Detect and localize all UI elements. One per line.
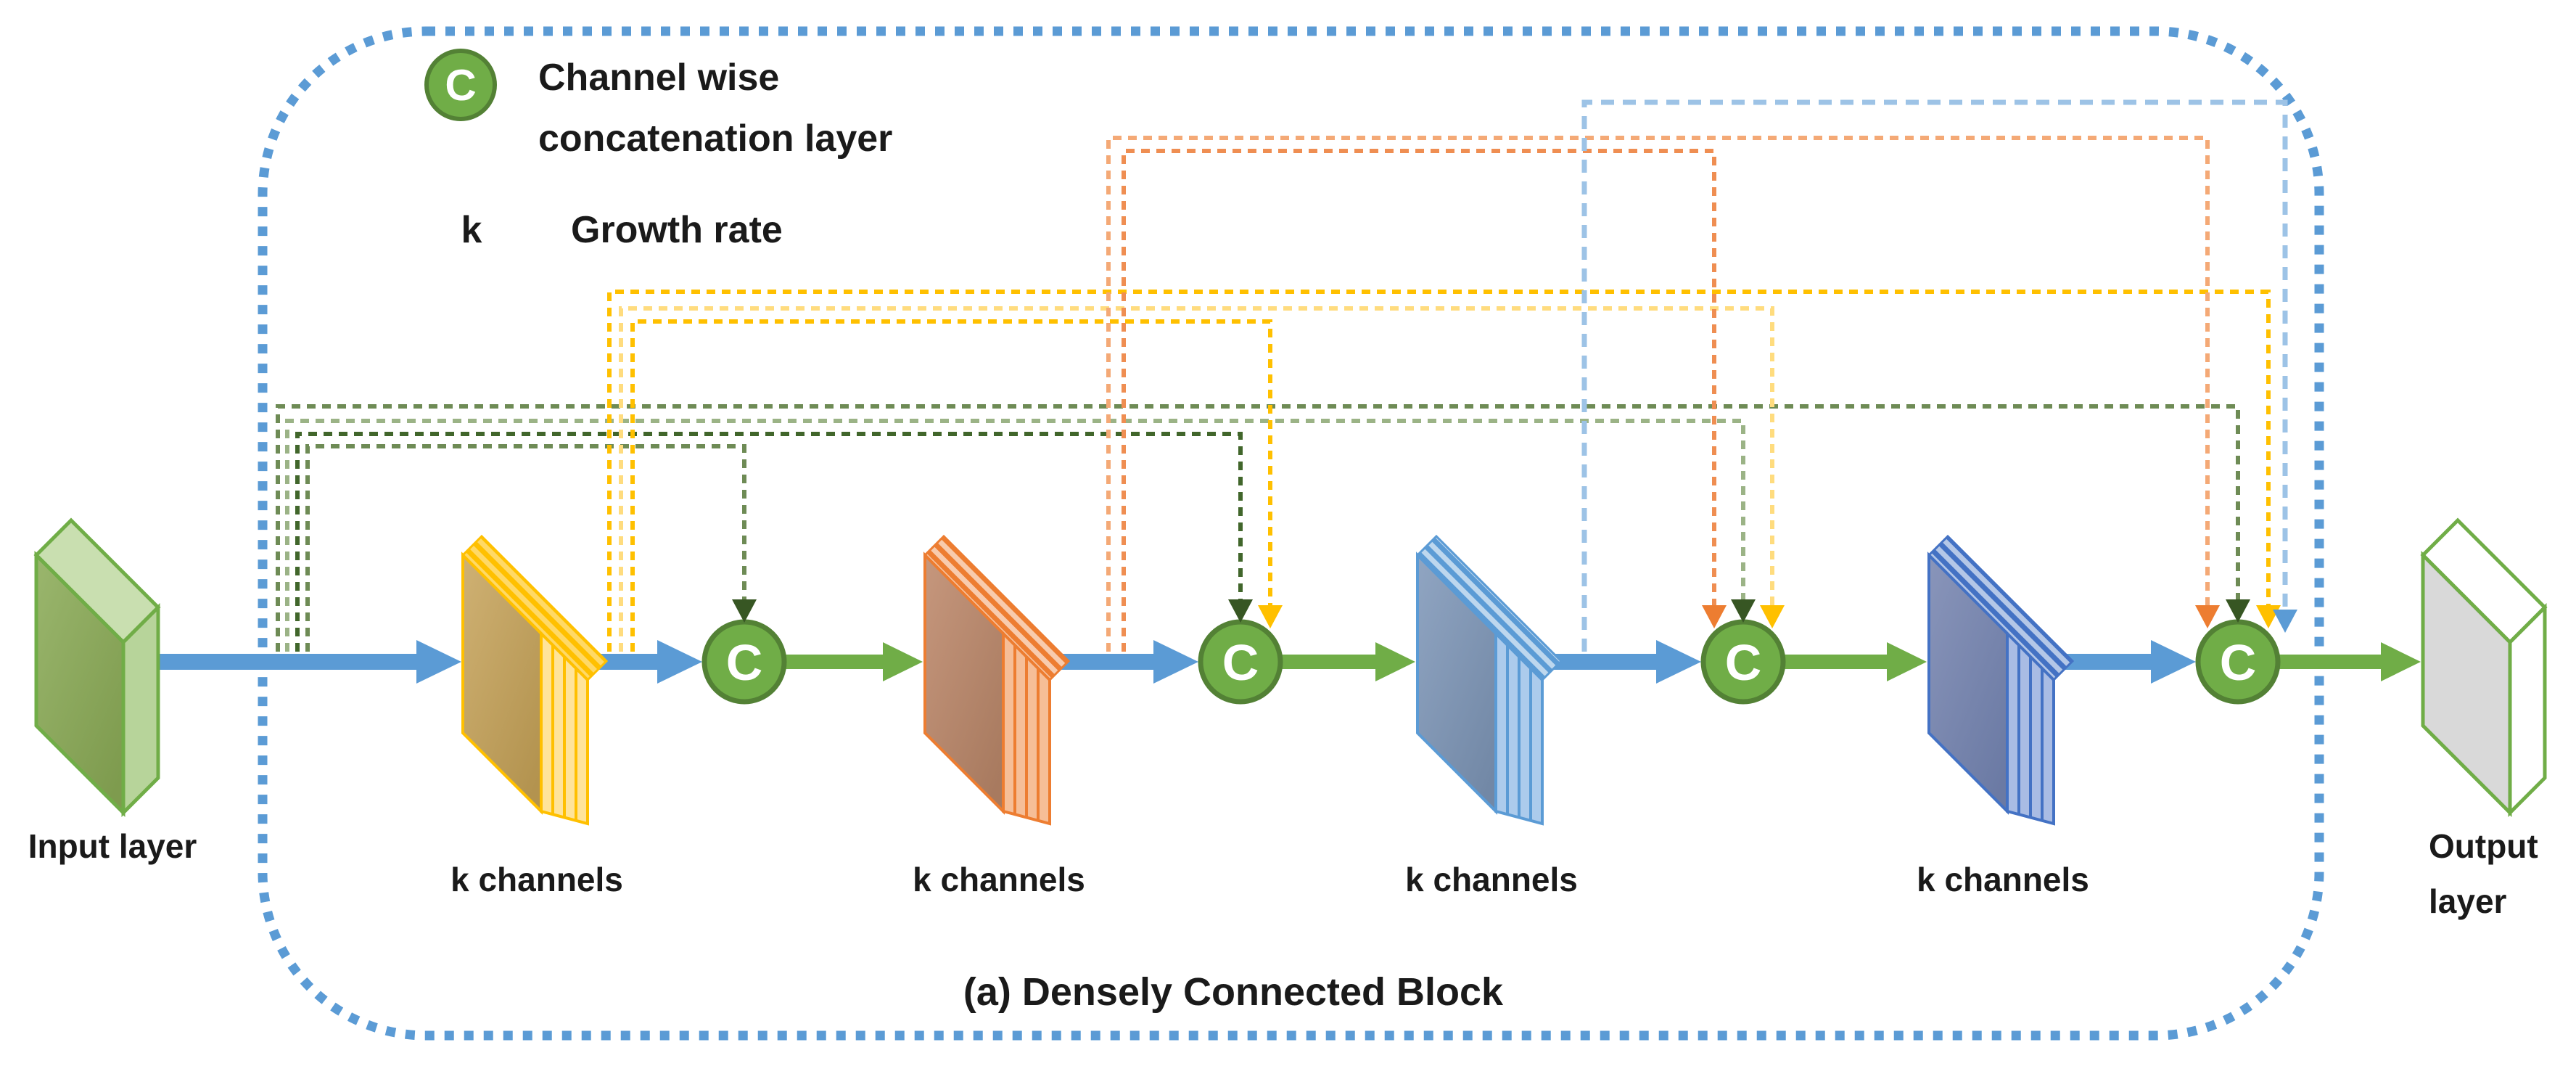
flow-arrow-block1-to-c1 — [589, 640, 702, 684]
main-flow-arrows — [127, 640, 2421, 684]
skip-connections-from-layer3 — [1581, 99, 2288, 652]
skip-line-input-to-c1 — [305, 444, 746, 652]
flow-arrow-c4-to-output — [2279, 642, 2421, 681]
output-front-face — [2421, 550, 2512, 818]
flow-arrow-c3-to-block4 — [1785, 642, 1927, 681]
flow-arrow-block2-to-c2 — [1051, 640, 1198, 684]
skip-line-l2-to-c3 — [1122, 149, 1716, 652]
output-side-face — [2508, 602, 2547, 818]
skip-line-input-to-c4 — [276, 404, 2240, 652]
flow-arrow-c1-to-block2 — [786, 642, 923, 681]
skip-line-input-to-c3 — [285, 419, 1745, 652]
skip-line-l1-to-c4 — [607, 290, 2271, 652]
output-layer-label-line1: Output — [2429, 827, 2538, 865]
skip-arrowhead-yellow-c2 — [1258, 605, 1283, 628]
concat-node-3-symbol: C — [1725, 634, 1762, 691]
output-layer-block — [2420, 517, 2548, 818]
flow-arrow-c2-to-block3 — [1282, 642, 1415, 681]
flow-arrow-input-to-block1 — [127, 640, 461, 684]
legend-concat-icon — [424, 49, 497, 121]
block1-front-face — [461, 552, 543, 815]
channel-block-1-label: k channels — [450, 861, 623, 898]
concat-node-4-symbol: C — [2220, 634, 2257, 691]
diagram-caption: (a) Densely Connected Block — [963, 970, 1504, 1014]
skip-arrowhead-orange-c3 — [1702, 605, 1727, 628]
output-layer-label-line2: layer — [2429, 882, 2507, 920]
skip-line-l3-to-c4 — [1581, 99, 2288, 652]
channel-block-2-label: k channels — [913, 861, 1085, 898]
skip-line-l1-to-c3 — [619, 306, 1774, 652]
channel-block-4 — [1927, 534, 2075, 826]
legend: C Channel wise concatenation layer k Gro… — [424, 49, 892, 251]
skip-arrowhead-lightblue-c4 — [2273, 610, 2297, 633]
skip-line-l2-to-c4 — [1106, 136, 2210, 652]
channel-block-3-label: k channels — [1405, 861, 1578, 898]
skip-arrowhead-green-c3 — [1731, 599, 1756, 623]
legend-growth-symbol: k — [461, 209, 482, 251]
skip-connections-from-input — [276, 404, 2240, 652]
concat-nodes — [701, 619, 2281, 705]
block2-front-face — [923, 552, 1005, 815]
skip-arrowhead-green-c2 — [1228, 599, 1253, 623]
skip-line-input-to-c2 — [295, 432, 1243, 652]
input-side-face — [121, 602, 160, 818]
block4-front-face — [1927, 552, 2009, 815]
skip-connections-from-layer1 — [607, 290, 2271, 652]
channel-block-1 — [461, 534, 609, 826]
channel-block-3 — [1415, 534, 1563, 826]
legend-concat-label-line1: Channel wise — [538, 57, 779, 99]
concat-node-1-symbol: C — [726, 634, 763, 691]
legend-concat-symbol: C — [445, 61, 476, 110]
concat-node-2-symbol: C — [1222, 634, 1259, 691]
input-layer-label: Input layer — [28, 827, 197, 865]
skip-arrowhead-green-c4 — [2226, 599, 2250, 623]
skip-connections-from-layer2 — [1106, 136, 2210, 652]
skip-arrowhead-yellow-c3 — [1760, 605, 1785, 628]
input-layer-block — [33, 517, 161, 818]
skip-arrowheads — [732, 599, 2297, 633]
dense-block-dotted-border — [258, 26, 2324, 1041]
input-front-face — [34, 550, 125, 818]
flow-arrow-block3-to-c3 — [1544, 640, 1701, 684]
legend-growth-label: Growth rate — [571, 209, 783, 251]
channel-block-4-label: k channels — [1917, 861, 2089, 898]
channel-block-2 — [923, 534, 1071, 826]
skip-arrowhead-orange-c4 — [2195, 605, 2220, 628]
skip-arrowhead-green-c1 — [732, 599, 757, 623]
block3-front-face — [1416, 552, 1497, 815]
flow-arrow-block4-to-c4 — [2055, 640, 2196, 684]
legend-concat-label-line2: concatenation layer — [538, 118, 892, 160]
